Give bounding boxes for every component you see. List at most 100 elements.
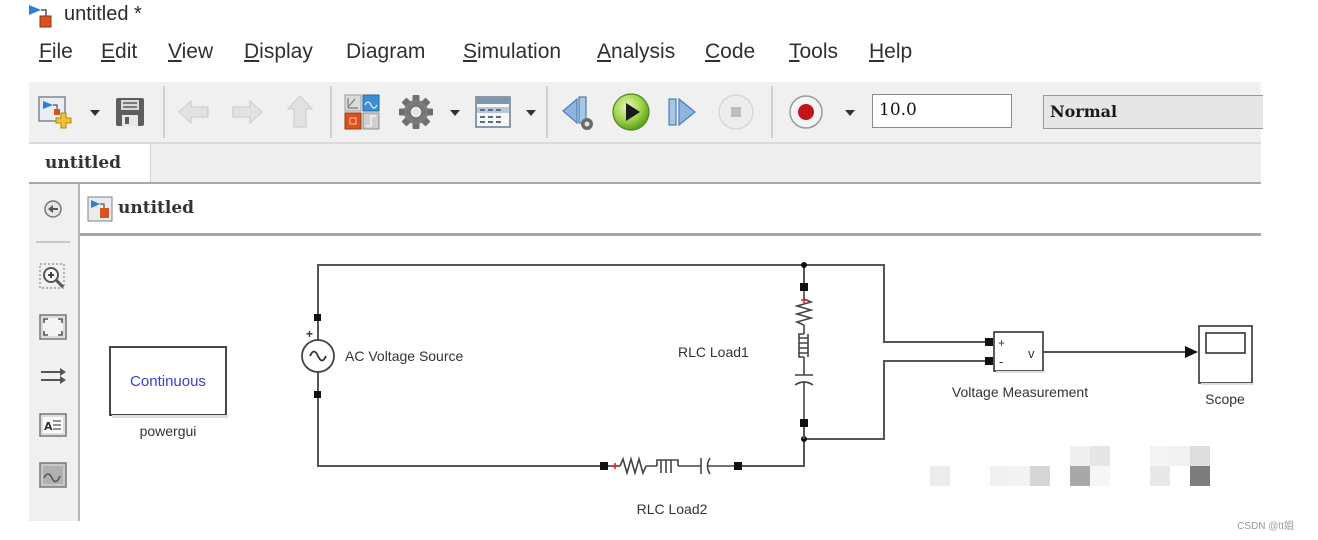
polarity-plus: + [306,327,313,341]
menu-tools[interactable]: Tools [789,40,838,64]
wires [317,264,1187,467]
model-configuration-button[interactable] [397,93,435,131]
fit-to-view-icon[interactable] [38,312,68,342]
rlc-load2-block[interactable] [600,456,742,476]
collapse-icon[interactable] [41,197,65,221]
wire-minus[interactable] [804,360,987,440]
wire-bottom[interactable] [317,396,602,467]
model-tab-bar: untitled [29,144,1261,184]
wire-top[interactable] [317,264,987,343]
stop-button[interactable] [717,93,755,131]
port-plus-label: + [998,336,1005,350]
tab-untitled[interactable]: untitled [29,144,151,182]
menu-diagram[interactable]: Diagram [346,40,425,64]
mosaic-tile [1150,446,1170,466]
model-explorer-dropdown[interactable] [526,110,536,116]
ac-voltage-source-label: AC Voltage Source [345,348,464,364]
record-dropdown[interactable] [845,110,855,116]
annotation-icon[interactable]: A [38,410,68,440]
stop-time-input[interactable]: 10.0 [872,94,1012,128]
new-model-icon [38,96,72,129]
scope-label: Scope [1205,391,1245,407]
back-button[interactable] [177,97,211,127]
polarity-mark [801,297,807,303]
step-forward-icon [668,97,696,127]
menu-simulation-mnemonic: S [463,40,478,63]
voltage-measurement-label: Voltage Measurement [952,384,1088,400]
save-icon [116,98,144,126]
left-palette: A [29,184,80,521]
svg-text:A: A [44,420,53,433]
simulink-model-icon[interactable] [87,196,113,222]
record-button[interactable] [787,93,825,131]
menu-diagram-mnemonic: g [377,40,390,63]
polarity-mark [612,463,618,469]
palette-divider [36,241,70,243]
simulation-mode-select[interactable]: Normal [1043,95,1263,129]
menu-view-mnemonic: V [168,40,182,63]
port-minus [985,357,993,365]
menu-view[interactable]: View [168,40,213,64]
mosaic-tile [930,466,950,486]
port [600,462,608,470]
menu-edit-mnemonic: E [101,40,116,63]
menu-code-mnemonic: C [705,40,721,63]
arrow-up-icon [286,95,314,128]
toolbar-separator [546,86,548,138]
ac-voltage-source-block[interactable]: + [301,314,335,398]
toolbar: 10.0 Normal [29,82,1263,144]
powergui-block[interactable]: Continuous [109,346,228,418]
menu-code-rest: ode [720,40,756,63]
menu-analysis-mnemonic: A [597,40,612,63]
model-explorer-button[interactable] [474,95,512,129]
arrow-right-icon [232,99,263,125]
library-browser-icon [344,94,380,130]
mosaic-tile [1030,466,1050,486]
port [314,391,321,398]
scope-block[interactable] [1185,325,1254,385]
menu-diagram-rest: ram [389,40,426,63]
menu-simulation[interactable]: Simulation [463,40,561,64]
mosaic-tile [1150,466,1170,486]
menu-help[interactable]: Help [869,40,912,64]
menu-display-rest: isplay [259,40,313,63]
mosaic-tile [1090,446,1110,466]
image-icon[interactable] [38,460,68,490]
record-icon [789,95,823,129]
forward-button[interactable] [230,97,264,127]
gear-icon [399,95,433,129]
rlc-load2-label: RLC Load2 [637,501,708,517]
menu-display[interactable]: Display [244,40,313,64]
title-bar: untitled * [0,0,1318,32]
menu-view-rest: iew [181,40,214,63]
zoom-in-icon[interactable] [38,262,68,292]
rlc-load1-block[interactable] [794,283,814,439]
model-canvas[interactable]: Continuous powergui + AC Voltage Source … [82,236,1261,521]
port-plus [985,338,993,346]
run-button[interactable] [611,92,651,132]
library-browser-button[interactable] [343,93,381,131]
menu-tools-rest: ools [799,40,839,63]
signal-arrows-icon[interactable] [38,361,68,391]
wire-load2-load1[interactable] [742,439,805,467]
step-forward-button[interactable] [665,94,699,130]
new-model-button[interactable] [37,94,73,130]
powergui-label: powergui [140,423,197,439]
step-back-button[interactable] [560,93,598,133]
mosaic-tile [1070,446,1090,466]
menu-code[interactable]: Code [705,40,755,64]
breadcrumb-model[interactable]: untitled [118,198,195,218]
save-button[interactable] [113,95,147,129]
menu-file-rest: ile [51,40,73,63]
menu-file[interactable]: File [39,40,73,64]
voltage-measurement-block[interactable]: + - v [985,331,1045,373]
menu-help-mnemonic: H [869,40,885,63]
step-back-icon [562,96,593,130]
menu-analysis[interactable]: Analysis [597,40,675,64]
address-bar: untitled [80,186,1261,236]
model-configuration-dropdown[interactable] [450,110,460,116]
up-button[interactable] [285,94,315,130]
menu-edit[interactable]: Edit [101,40,137,64]
rlc-load1-label: RLC Load1 [678,344,749,360]
new-model-dropdown[interactable] [90,110,100,116]
